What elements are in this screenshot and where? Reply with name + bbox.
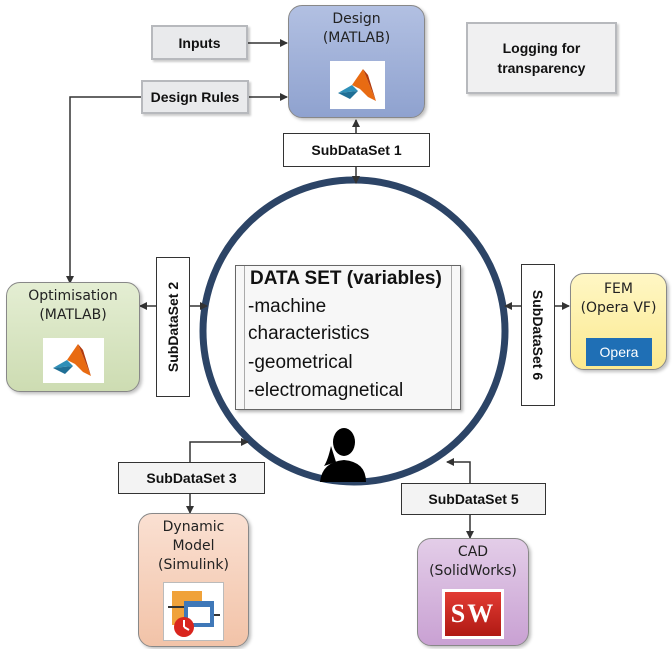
matlab-logo-icon [43, 338, 104, 383]
data-set-line-3: -geometrical [248, 352, 353, 373]
dynamic-line-2: Model [172, 538, 215, 554]
solidworks-logo-icon: SW [442, 589, 504, 639]
subdataset-2-text: SubDataSet 2 [165, 281, 181, 373]
subdataset-3-text: SubDataSet 3 [146, 470, 237, 486]
design-subtitle: (MATLAB) [322, 30, 391, 46]
logging-line-2: transparency [497, 60, 586, 76]
solidworks-logo-text: SW [450, 599, 496, 628]
subdataset-2-label: SubDataSet 2 [156, 257, 190, 397]
fem-subtitle: (Opera VF) [580, 300, 657, 316]
fem-node: FEM (Opera VF) Opera [570, 273, 667, 370]
subset3-to-circle-arrow [189, 438, 249, 462]
optimisation-title: Optimisation [28, 288, 118, 304]
optimisation-subtitle: (MATLAB) [39, 307, 107, 323]
fem-title: FEM [604, 281, 633, 297]
design-rules-to-optimisation-arrow [66, 96, 141, 284]
matlab-logo-icon [330, 61, 385, 109]
cad-subtitle: (SolidWorks) [429, 563, 517, 579]
dynamic-title: Dynamic [162, 519, 225, 535]
opera-logo-text: Opera [599, 344, 639, 360]
dynamic-line-3: (Simulink) [158, 557, 229, 573]
logging-line-1: Logging for [502, 40, 581, 56]
subdataset-1-label: SubDataSet 1 [283, 133, 430, 167]
design-title: Design [332, 11, 381, 27]
logging-box: Logging for transparency [466, 22, 617, 94]
subdataset-5-text: SubDataSet 5 [428, 491, 519, 507]
optimisation-node: Optimisation (MATLAB) [6, 282, 140, 392]
subdataset-1-text: SubDataSet 1 [311, 142, 402, 158]
subdataset-6-label: SubDataSet 6 [521, 264, 555, 406]
inputs-label: Inputs [178, 34, 221, 51]
data-set-box: DATA SET (variables) -machine characteri… [235, 265, 461, 410]
simulink-logo-icon [163, 582, 224, 641]
design-node: Design (MATLAB) [288, 5, 425, 118]
dynamic-model-node: Dynamic Model (Simulink) [138, 513, 249, 647]
data-set-line-4: -electromagnetical [248, 380, 404, 401]
subdataset-3-label: SubDataSet 3 [118, 462, 265, 494]
user-silhouette-icon [318, 426, 368, 482]
inputs-box: Inputs [151, 25, 248, 60]
data-set-title: DATA SET (variables) [250, 268, 442, 289]
design-rules-box: Design Rules [141, 80, 249, 114]
subset5-to-circle-arrow [446, 458, 471, 483]
data-set-inner-border [244, 266, 452, 409]
cad-title: CAD [457, 544, 489, 560]
data-set-line-1: -machine [248, 296, 327, 317]
design-rules-label: Design Rules [150, 89, 240, 105]
cad-node: CAD (SolidWorks) SW [417, 538, 529, 646]
opera-logo-icon: Opera [586, 338, 652, 366]
subdataset-6-text: SubDataSet 6 [530, 289, 546, 381]
solidworks-logo-mark: SW [445, 592, 501, 636]
data-set-line-2: characteristics [248, 323, 370, 344]
subdataset-5-label: SubDataSet 5 [401, 483, 546, 515]
